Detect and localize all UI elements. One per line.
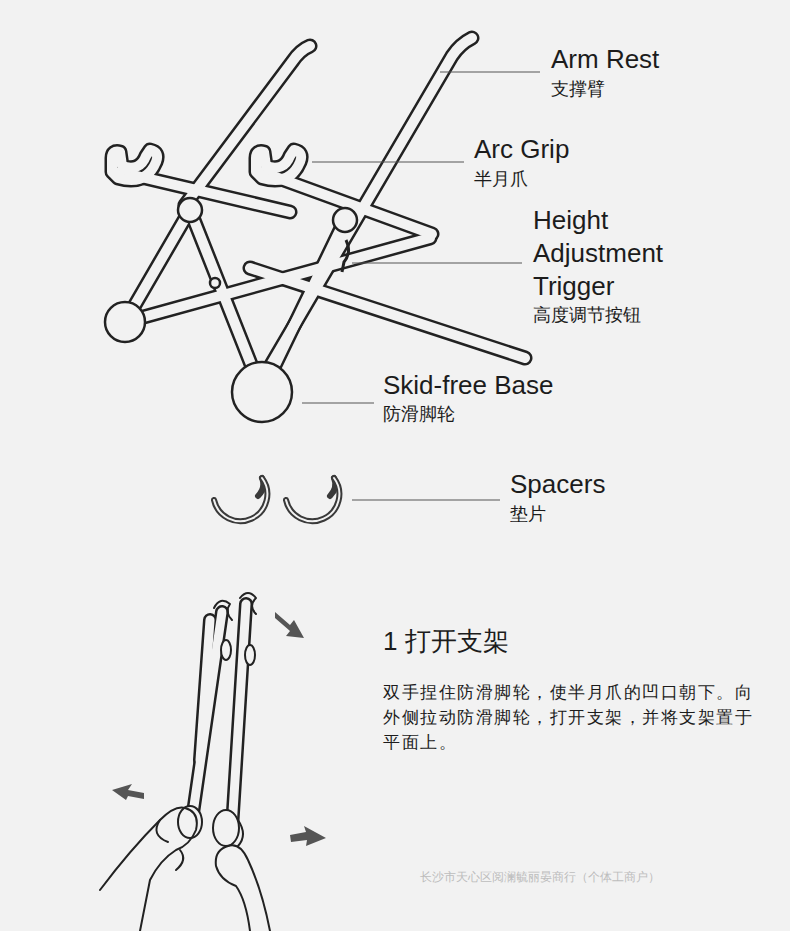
folded-stand: [100, 593, 270, 931]
spacer: [214, 478, 339, 521]
part-name: Height Adjustment Trigger: [533, 204, 703, 303]
part-name-cn: 垫片: [510, 503, 546, 525]
part-name-cn: 支撑臂: [551, 78, 605, 100]
part-name-cn: 防滑脚轮: [383, 403, 455, 425]
part-name: Arc Grip: [474, 134, 569, 165]
part-name-cn: 高度调节按钮: [533, 304, 641, 326]
part-name: Skid-free Base: [383, 370, 554, 401]
step-heading: 1 打开支架: [383, 626, 509, 657]
step-instruction: 双手捏住防滑脚轮，使半月爪的凹口朝下。向外侧拉动防滑脚轮，打开支架，并将支架置于…: [383, 680, 755, 755]
part-name: Arm Rest: [551, 44, 659, 75]
part-name-cn: 半月爪: [474, 168, 528, 190]
hand: [100, 808, 270, 931]
direction-arrow: [112, 612, 326, 846]
part-name: Spacers: [510, 469, 605, 500]
watermark: 长沙市天心区阅澜毓丽晏商行（个体工商户）: [420, 870, 660, 884]
